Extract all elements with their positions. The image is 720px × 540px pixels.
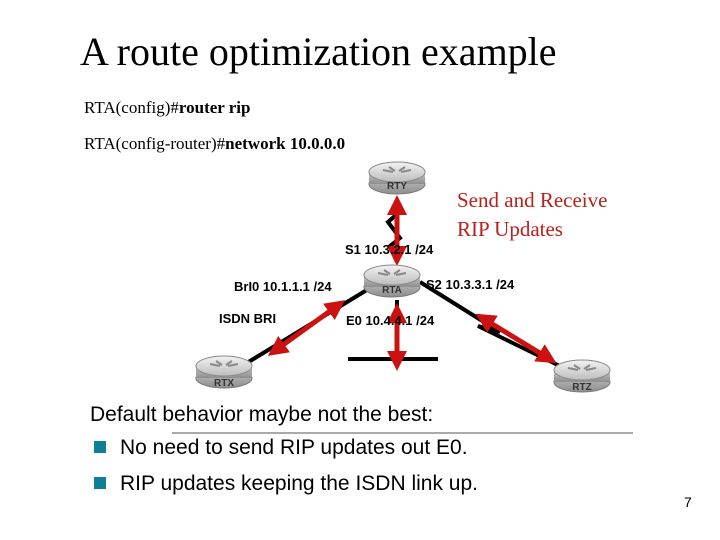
arrow-rtx bbox=[267, 300, 346, 356]
interface-label-isdn-bri: ISDN BRI bbox=[219, 311, 276, 326]
router-rty: RTY bbox=[368, 161, 426, 195]
command-prompt: RTA(config-router)# bbox=[84, 134, 226, 153]
router-rtx: RTX bbox=[195, 355, 253, 389]
rip-update-arrows bbox=[267, 195, 557, 371]
slide-title: A route optimization example bbox=[80, 29, 557, 74]
command-line-1: RTA(config)#router rip bbox=[84, 98, 251, 118]
square-bullet-icon bbox=[94, 477, 106, 489]
command-text: router rip bbox=[178, 98, 251, 117]
callout-line-1: Send and Receive bbox=[457, 188, 608, 212]
router-rta: RTA bbox=[363, 264, 421, 298]
bullet-item: RIP updates keeping the ISDN link up. bbox=[90, 466, 478, 502]
square-bullet-icon bbox=[94, 441, 106, 453]
command-text: network 10.0.0.0 bbox=[225, 134, 346, 153]
router-rtz: RTZ bbox=[553, 359, 611, 393]
interface-label-e0: E0 10.4.4.1 /24 bbox=[346, 313, 435, 328]
arrow-rtz bbox=[475, 313, 557, 364]
command-prompt: RTA(config)# bbox=[84, 98, 179, 117]
router-label-rtz: RTZ bbox=[572, 382, 591, 393]
command-line-2: RTA(config-router)#network 10.0.0.0 bbox=[84, 134, 345, 154]
bullet-item: No need to send RIP updates out E0. bbox=[90, 430, 478, 466]
interface-label-bri0: BrI0 10.1.1.1 /24 bbox=[234, 279, 332, 294]
router-label-rta: RTA bbox=[382, 285, 402, 296]
body-text: Default behavior maybe not the best: No … bbox=[90, 400, 478, 502]
interface-label-s1: S1 10.3.2.1 /24 bbox=[345, 242, 434, 257]
bullet-text: No need to send RIP updates out E0. bbox=[120, 436, 468, 459]
page-number: 7 bbox=[684, 494, 692, 510]
interface-label-s2: S2 10.3.3.1 /24 bbox=[426, 277, 515, 292]
callout-text: Send and Receive RIP Updates bbox=[457, 186, 607, 244]
body-heading: Default behavior maybe not the best: bbox=[90, 403, 434, 426]
router-label-rtx: RTX bbox=[214, 378, 234, 389]
bullet-text: RIP updates keeping the ISDN link up. bbox=[120, 472, 478, 495]
router-label-rty: RTY bbox=[387, 181, 407, 192]
callout-line-2: RIP Updates bbox=[457, 217, 563, 241]
